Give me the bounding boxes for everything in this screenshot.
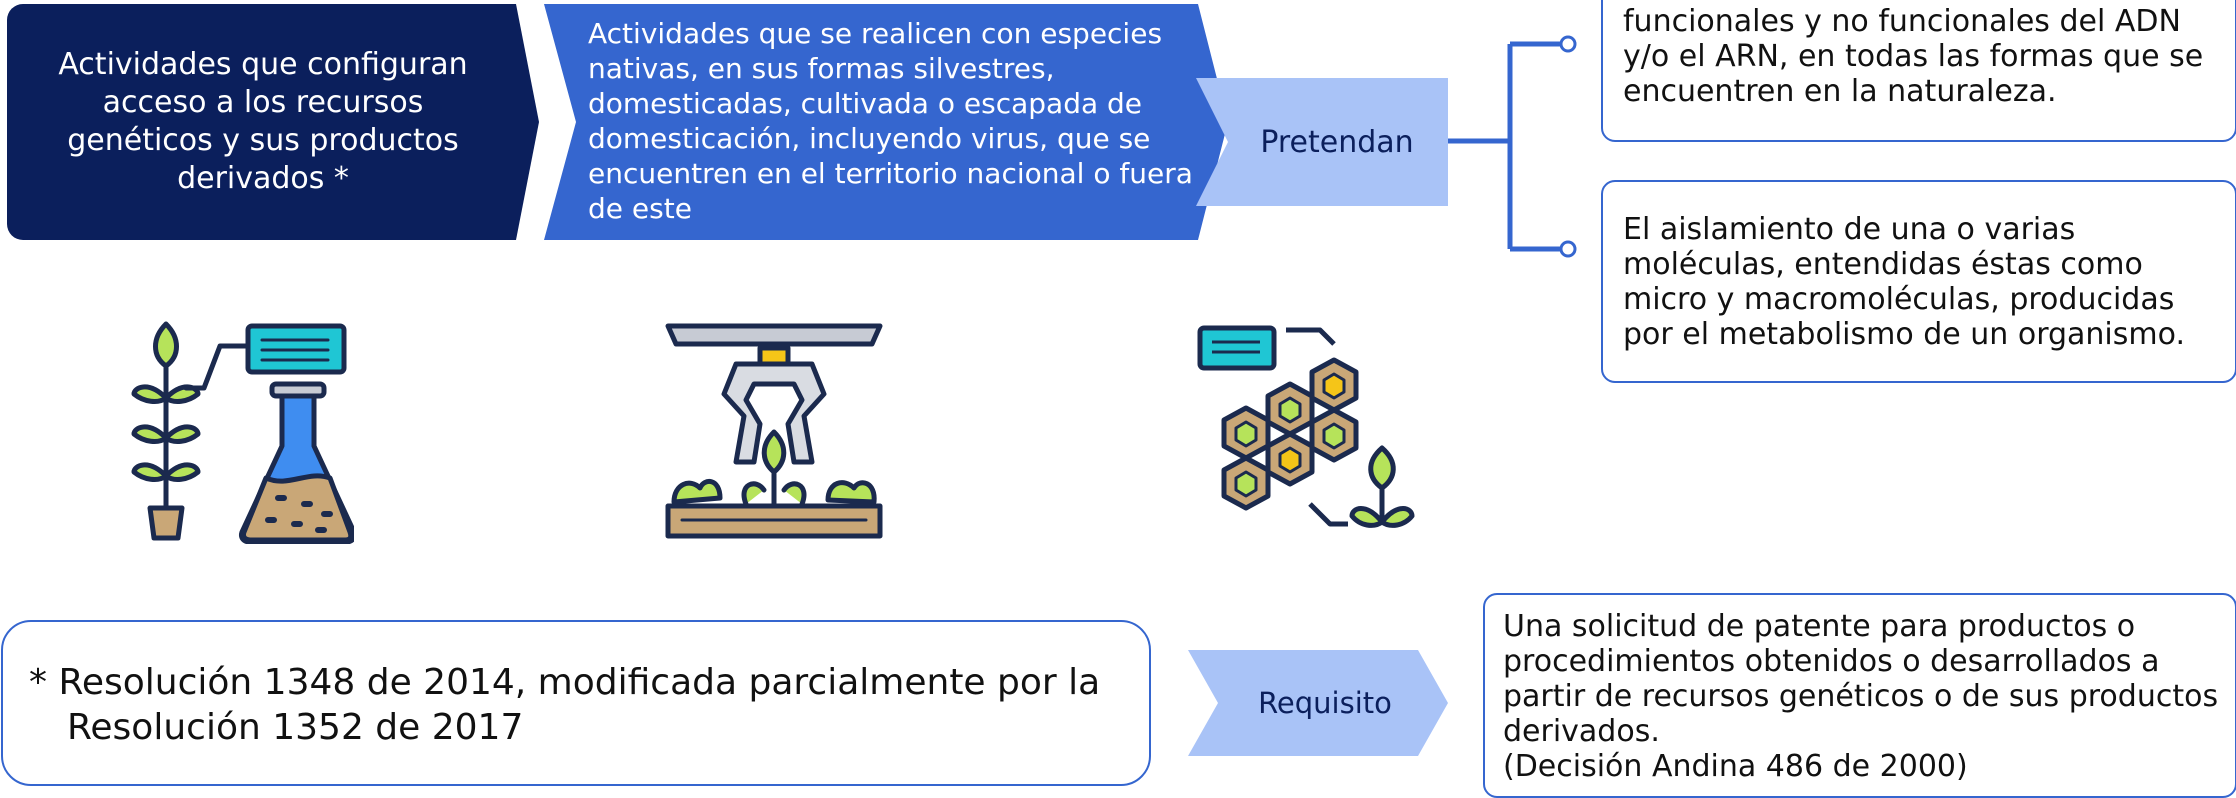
patent-text: Una solicitud de patente para productos … [1503,609,2219,749]
pretendan-chevron: Pretendan [1196,78,1448,206]
activities-text: Actividades que configuran acceso a los … [58,47,468,196]
resolution-note-box: * Resolución 1348 de 2014, modificada pa… [1,620,1151,786]
molecules-box: El aislamiento de una o varias moléculas… [1601,180,2236,383]
dna-box: funcionales y no funcionales del ADN y/o… [1601,0,2236,142]
resolution-line-1: * Resolución 1348 de 2014, modificada pa… [29,662,1101,703]
robotic-claw-plants-icon [665,323,883,539]
requisito-label: Requisito [1258,686,1392,720]
dna-text: funcionales y no funcionales del ADN y/o… [1623,4,2204,109]
patent-citation: (Decisión Andina 486 de 2000) [1503,749,1968,784]
resolution-line-2: Resolución 1352 de 2017 [67,707,524,748]
bracket-connector [1448,35,1577,258]
plant-flask-icon [131,321,354,544]
activities-box: Actividades que configuran acceso a los … [7,4,539,240]
species-box: Actividades que se realicen con especies… [544,4,1228,240]
requisito-chevron: Requisito [1188,650,1448,756]
patent-box: Una solicitud de patente para productos … [1483,593,2236,798]
pretendan-label: Pretendan [1260,124,1414,160]
molecules-plant-icon [1197,325,1415,528]
molecules-text: El aislamiento de una o varias moléculas… [1623,212,2185,352]
species-text: Actividades que se realicen con especies… [588,17,1193,225]
